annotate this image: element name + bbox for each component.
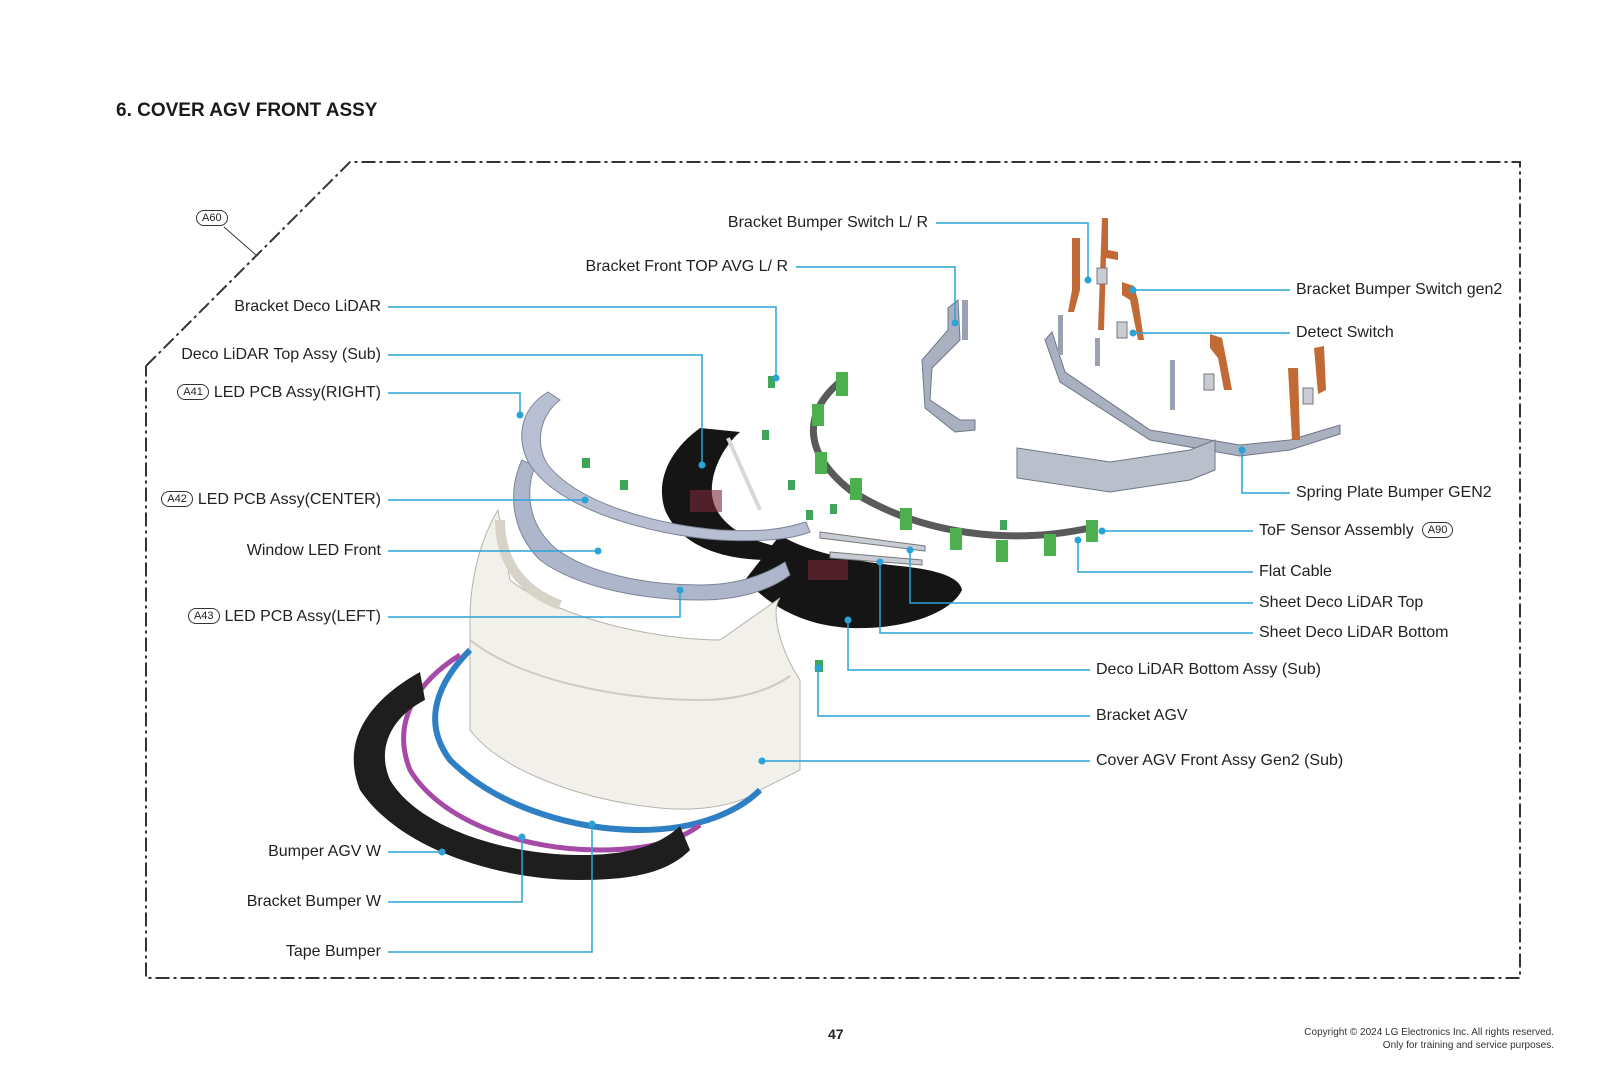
cover-agv-front <box>469 508 801 810</box>
label-spring-plate: Spring Plate Bumper GEN2 <box>1296 484 1492 501</box>
tape-bumper <box>432 647 763 834</box>
leader-bracket-bumper-switch <box>936 222 1089 280</box>
badge-a41: A41 <box>177 384 209 400</box>
leader-sheet-deco-bottom <box>879 562 1253 634</box>
label-bracket-deco-lidar: Bracket Deco LiDAR <box>234 298 381 315</box>
bumper-agv-w <box>353 672 690 880</box>
leader-deco-lidar-top <box>388 354 703 465</box>
leader-lines <box>388 222 1290 953</box>
frame-badge-leader <box>223 226 257 256</box>
bracket-front-top-avg <box>921 298 976 433</box>
leader-spring-plate <box>1241 450 1290 494</box>
page-number: 47 <box>828 1026 844 1042</box>
label-window-led-front: Window LED Front <box>246 542 381 559</box>
section-title: 6. COVER AGV FRONT ASSY <box>116 100 378 121</box>
label-deco-lidar-bottom: Deco LiDAR Bottom Assy (Sub) <box>1096 661 1321 678</box>
label-bracket-agv: Bracket AGV <box>1096 707 1188 724</box>
badge-a42: A42 <box>161 491 193 507</box>
leader-bracket-front-top <box>796 266 956 323</box>
led-pcb-assy <box>521 391 811 542</box>
leader-sheet-deco-top <box>909 550 1253 604</box>
detect-switch <box>1096 267 1314 405</box>
leader-bracket-agv <box>817 668 1090 717</box>
badge-a43: A43 <box>187 608 220 624</box>
label-cover-agv-front: Cover AGV Front Assy Gen2 (Sub) <box>1096 752 1344 769</box>
copyright: Copyright © 2024 LG Electronics Inc. All… <box>1304 1027 1554 1051</box>
leader-dots <box>438 276 1246 856</box>
label-sheet-deco-bottom: Sheet Deco LiDAR Bottom <box>1259 624 1449 641</box>
assembly-frame <box>145 161 1521 979</box>
label-bumper-agv-w: Bumper AGV W <box>268 843 381 860</box>
leader-bracket-bumper-w <box>388 837 523 903</box>
sheet-deco-lidar <box>819 531 926 566</box>
spring-plate-bumper <box>1016 315 1341 493</box>
window-led-front <box>513 459 791 601</box>
leader-led-pcb-left <box>388 590 681 618</box>
label-bracket-bumper-switch: Bracket Bumper Switch L/ R <box>727 214 928 231</box>
label-detect-switch: Detect Switch <box>1296 324 1394 341</box>
bracket-bumper-switch-gen2 <box>1068 218 1326 440</box>
label-bracket-front-top: Bracket Front TOP AVG L/ R <box>585 258 788 275</box>
label-bracket-bumper-w: Bracket Bumper W <box>246 893 381 910</box>
leader-flat-cable <box>1077 540 1253 573</box>
label-deco-lidar-top-assy: Deco LiDAR Top Assy (Sub) <box>181 346 381 363</box>
leader-bracket-deco-lidar <box>388 306 777 378</box>
label-bracket-bumper-switch-gen2: Bracket Bumper Switch gen2 <box>1296 281 1503 298</box>
label-sheet-deco-top: Sheet Deco LiDAR Top <box>1259 594 1424 611</box>
label-flat-cable: Flat Cable <box>1259 563 1332 580</box>
leader-deco-lidar-bottom <box>847 620 1090 671</box>
label-tape-bumper: Tape Bumper <box>285 943 381 960</box>
frame-badge: A60 <box>196 209 233 229</box>
leader-tape-bumper <box>388 824 593 953</box>
badge-a90: A90 <box>1421 522 1454 538</box>
leader-led-pcb-right <box>388 392 521 415</box>
deco-lidar-bottom-assy <box>745 535 962 629</box>
flat-cable-tof <box>809 372 1098 562</box>
